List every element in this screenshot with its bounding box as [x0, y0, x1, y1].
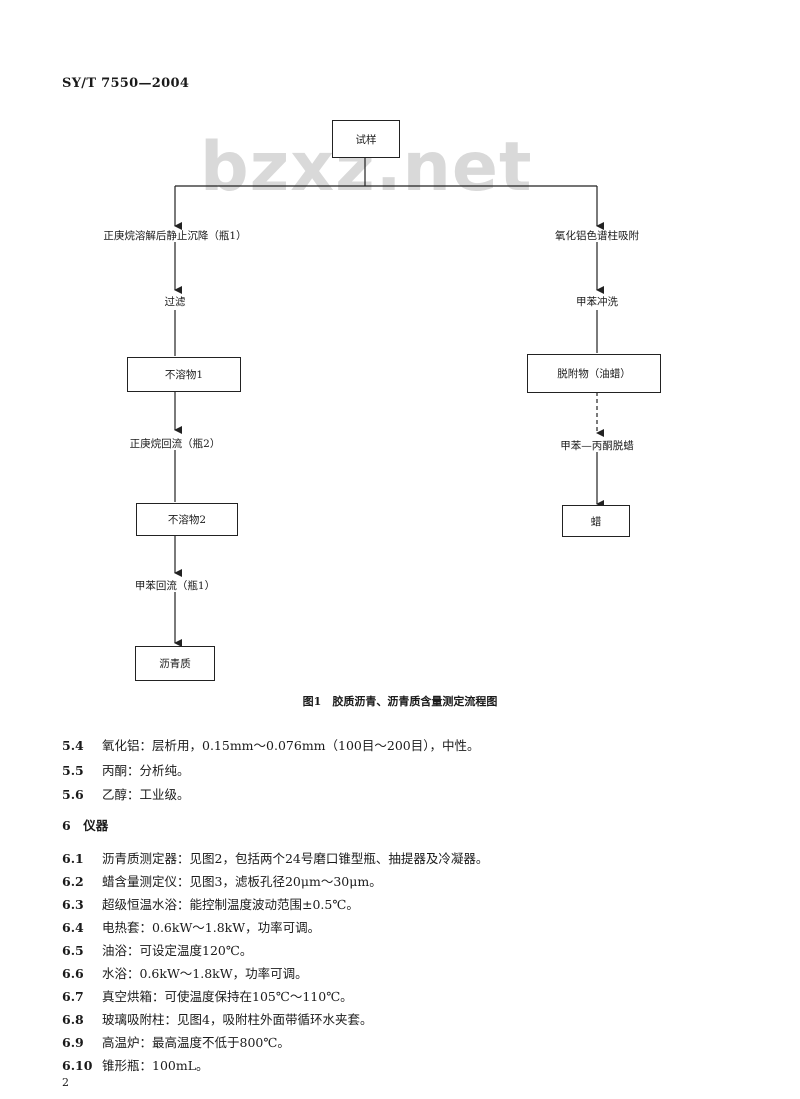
figure-caption: 图1 胶质沥青、沥青质含量测定流程图	[302, 695, 498, 708]
page-number: 2	[62, 1076, 69, 1089]
flow-box-insoluble-1: 不溶物1	[127, 357, 241, 392]
clause-number: 5.4	[62, 738, 84, 753]
clause-6-8: 6.8 玻璃吸附柱：见图4，吸附柱外面带循环水夹套。	[62, 1009, 372, 1028]
clause-number: 6.9	[62, 1035, 84, 1050]
clause-6-7: 6.7 真空烘箱：可使温度保持在105℃～110℃。	[62, 986, 353, 1005]
clause-number: 6.6	[62, 966, 84, 981]
clause-number: 6.10	[62, 1058, 93, 1073]
clause-6-10: 6.10 锥形瓶：100mL。	[62, 1055, 209, 1074]
clause-number: 6.8	[62, 1012, 84, 1027]
clause-6-6: 6.6 水浴：0.6kW～1.8kW，功率可调。	[62, 963, 308, 982]
clause-5-6: 5.6 乙醇：工业级。	[62, 784, 190, 803]
clause-5-5: 5.5 丙酮：分析纯。	[62, 760, 190, 779]
clause-text: 玻璃吸附柱：见图4，吸附柱外面带循环水夹套。	[102, 1012, 373, 1027]
flow-box-asphaltene-label: 沥青质	[159, 658, 191, 670]
clause-text: 氧化铝：层析用，0.15mm～0.076mm（100目～200目），中性。	[102, 738, 480, 753]
flow-step-toluene-reflux: 甲苯回流（瓶1）	[134, 580, 216, 592]
flow-box-insoluble-2: 不溶物2	[136, 503, 238, 536]
flow-step-heptane-reflux: 正庚烷回流（瓶2）	[129, 438, 221, 450]
clause-text: 丙酮：分析纯。	[102, 763, 190, 778]
clause-6-3: 6.3 超级恒温水浴：能控制温度波动范围±0.5℃。	[62, 894, 359, 913]
standard-number-header: SY/T 7550—2004	[62, 76, 190, 91]
clause-text: 沥青质测定器：见图2，包括两个24号磨口锥型瓶、抽提器及冷凝器。	[102, 851, 489, 866]
flow-box-wax-label: 蜡	[590, 515, 602, 528]
flow-step-heptane-dissolve: 正庚烷溶解后静止沉降（瓶1）	[103, 230, 247, 242]
flow-step-filter: 过滤	[164, 296, 186, 308]
flow-box-asphaltene: 沥青质	[135, 646, 215, 681]
clause-6-4: 6.4 电热套：0.6kW～1.8kW，功率可调。	[62, 917, 320, 936]
flowchart-connectors	[174, 157, 604, 647]
flow-box-insoluble-1-label: 不溶物1	[164, 369, 204, 381]
clause-number: 6.3	[62, 897, 84, 912]
flow-box-desorbed-oil-wax: 脱附物（油蜡）	[527, 354, 661, 393]
clause-6-5: 6.5 油浴：可设定温度120℃。	[62, 940, 252, 959]
clause-text: 油浴：可设定温度120℃。	[102, 943, 253, 958]
clause-text: 真空烘箱：可使温度保持在105℃～110℃。	[102, 989, 353, 1004]
flow-box-wax: 蜡	[562, 505, 630, 537]
flow-box-insoluble-2-label: 不溶物2	[167, 514, 207, 526]
flow-box-desorbed-label: 脱附物（油蜡）	[557, 368, 631, 380]
clause-number: 6.2	[62, 874, 84, 889]
clause-text: 高温炉：最高温度不低于800℃。	[102, 1035, 290, 1050]
clause-6-9: 6.9 高温炉：最高温度不低于800℃。	[62, 1032, 290, 1051]
clause-text: 乙醇：工业级。	[102, 787, 190, 802]
clause-number: 6.4	[62, 920, 84, 935]
section-6-heading: 6 仪器	[62, 818, 109, 833]
clause-text: 电热套：0.6kW～1.8kW，功率可调。	[102, 920, 321, 935]
clause-number: 6.5	[62, 943, 84, 958]
clause-number: 5.5	[62, 763, 84, 778]
clause-number: 5.6	[62, 787, 84, 802]
clause-text: 水浴：0.6kW～1.8kW，功率可调。	[102, 966, 308, 981]
clause-text: 锥形瓶：100mL。	[102, 1058, 209, 1073]
clause-6-1: 6.1 沥青质测定器：见图2，包括两个24号磨口锥型瓶、抽提器及冷凝器。	[62, 848, 488, 867]
clause-text: 超级恒温水浴：能控制温度波动范围±0.5℃。	[102, 897, 359, 912]
flow-step-toluene-acetone-dewax: 甲苯—丙酮脱蜡	[560, 440, 634, 452]
clause-5-4: 5.4 氧化铝：层析用，0.15mm～0.076mm（100目～200目），中性。	[62, 735, 480, 754]
flow-box-sample-label: 试样	[355, 133, 377, 146]
flow-step-alumina-column: 氧化铝色谱柱吸附	[555, 230, 639, 242]
flow-box-sample: 试样	[332, 120, 400, 158]
clause-6-2: 6.2 蜡含量测定仪：见图3，滤板孔径20μm～30μm。	[62, 871, 382, 890]
clause-number: 6.1	[62, 851, 84, 866]
flow-step-toluene-rinse: 甲苯冲洗	[576, 296, 618, 308]
clause-number: 6.7	[62, 989, 84, 1004]
clause-text: 蜡含量测定仪：见图3，滤板孔径20μm～30μm。	[102, 874, 382, 889]
